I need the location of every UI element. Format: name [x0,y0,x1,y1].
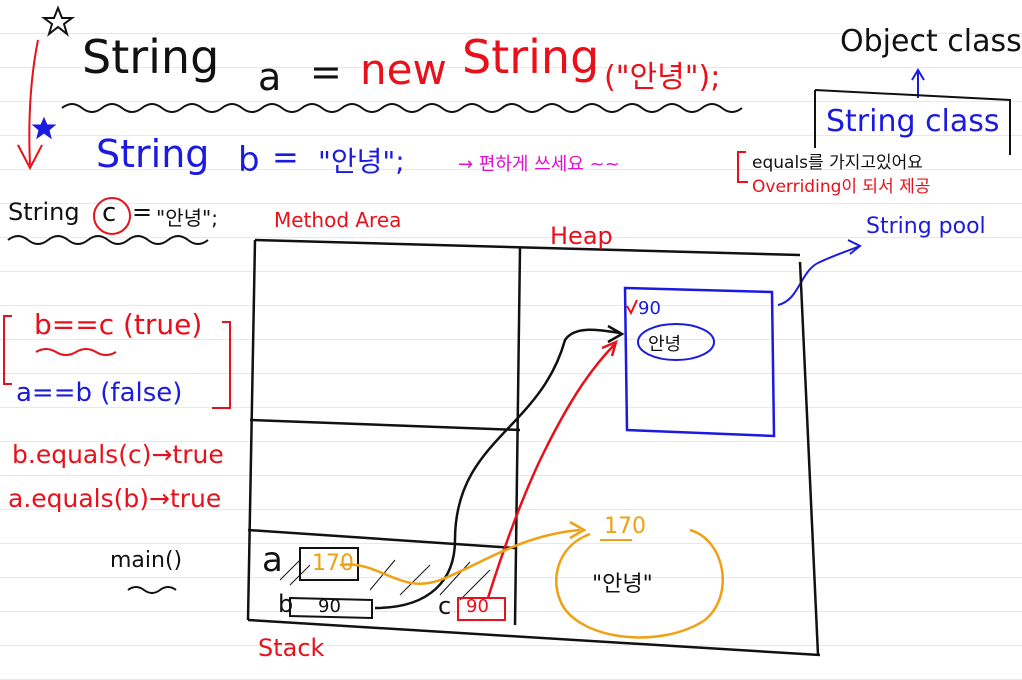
code-a-type: String [82,30,220,84]
hatching [279,559,491,601]
heap-object-address: 170 [604,514,646,539]
comparison-2: a==b (false) [16,378,183,408]
code-a-new: new [360,45,447,94]
equals-note-1: equals를 가지고있어요 [752,153,923,173]
stack-label: Stack [258,634,325,662]
circle-c [93,197,131,235]
star-icon-blue [31,116,57,140]
string-pool-label: String pool [866,214,986,239]
heap-label: Heap [550,222,613,250]
code-c-eq: = [132,198,153,226]
comparison-4: a.equals(b)→true [8,484,222,513]
equals-note-2: Overriding이 되서 제공 [752,177,931,197]
var-a-label: a [262,540,283,580]
code-c-type: String [8,198,80,226]
var-c-value: 90 [466,596,489,617]
heap-object-bubble [555,528,724,639]
string-pool-box [623,286,776,438]
comparison-1: b==c (true) [34,308,203,341]
red-down-arrow [28,39,39,166]
code-c-literal: "안녕"; [156,206,218,230]
ref-arrow-b [374,328,621,610]
var-a-value: 170 [312,551,354,576]
var-c-label: c [438,592,452,620]
comparison-bracket [3,315,12,385]
code-b-eq: = [272,138,299,176]
var-b-label: b [278,590,294,618]
main-label: main() [110,548,183,573]
code-c-var: c [102,198,117,228]
code-a-var: a [258,55,282,99]
object-class-label: Object class [840,24,1022,59]
string-class-box [814,89,1011,155]
star-icon [41,5,75,37]
code-b-type: String [96,132,210,176]
ref-arrow-a [339,528,581,585]
code-b-literal: "안녕"; [318,145,405,178]
code-b-var: b [238,140,260,180]
heap-object-value: "안녕" [592,572,653,597]
code-a-ctor: String [462,30,600,84]
code-a-arg: ("안녕"); [604,60,721,95]
string-class-label: String class [826,104,1000,139]
comparison-3: b.equals(c)→true [12,440,224,469]
var-b-value: 90 [318,596,341,617]
pool-address: 90 [638,298,661,319]
wavy-underline-c [7,235,209,245]
b-note: → 편하게 쓰세요 ~~ [458,154,620,175]
pool-arrow [777,245,861,306]
method-area-label: Method Area [274,208,402,232]
ref-arrow-c [486,344,615,599]
code-a-eq: = [310,50,342,94]
memory-frame [246,238,821,657]
pool-value: 안녕 [648,334,682,355]
wavy-underline-a [61,103,743,113]
